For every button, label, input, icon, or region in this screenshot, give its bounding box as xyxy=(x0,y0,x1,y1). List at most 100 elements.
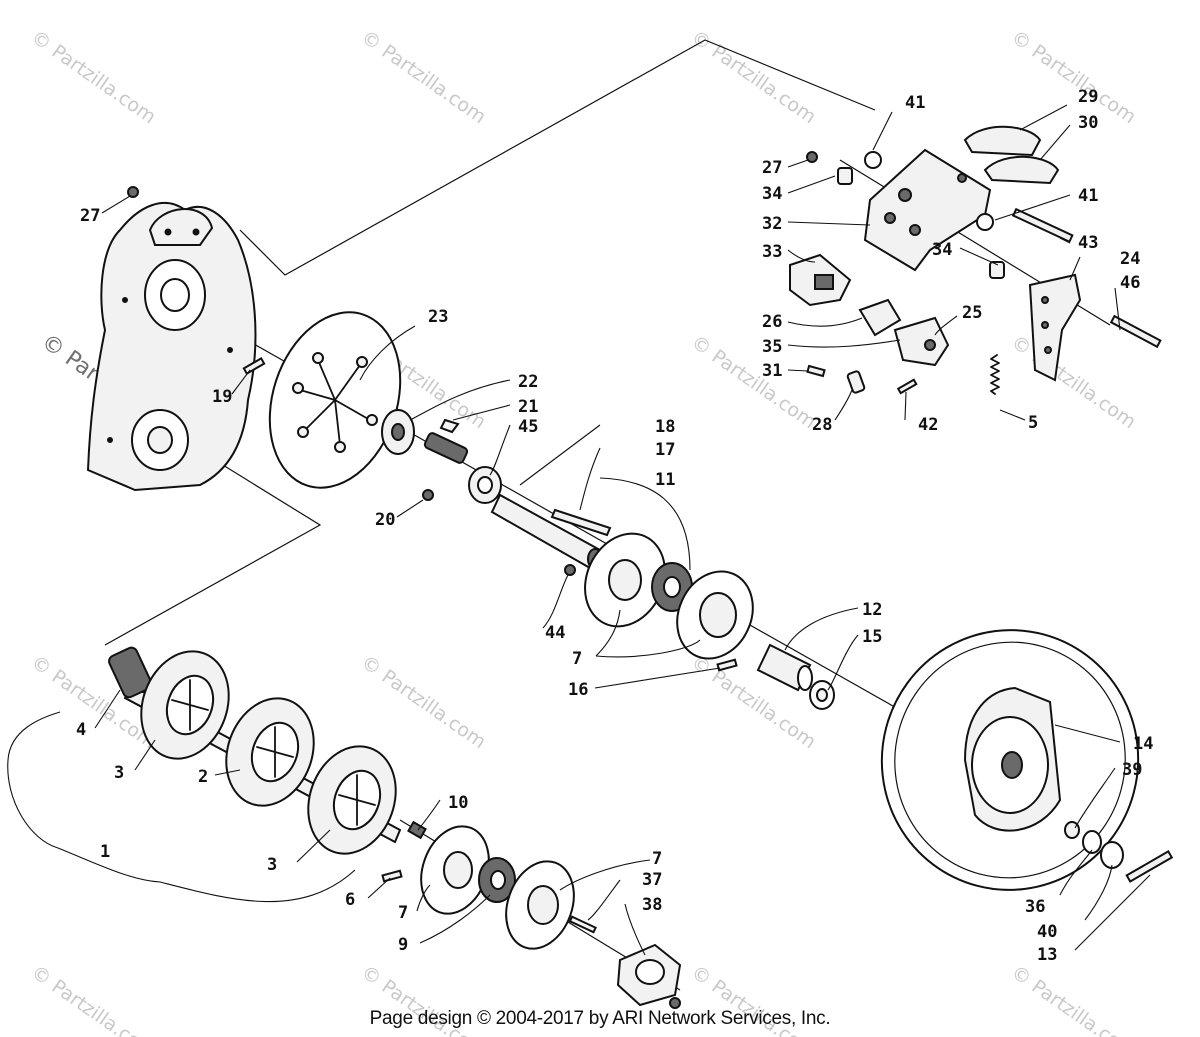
nut-44 xyxy=(564,564,576,576)
spring-5 xyxy=(990,354,1000,395)
page-footer: Page design © 2004-2017 by ARI Network S… xyxy=(369,1008,831,1029)
bearing-flange-upper-left xyxy=(584,532,666,628)
axle-sprocket-inner xyxy=(307,745,397,855)
spacer-34-lower xyxy=(989,261,1005,279)
bearing-9 xyxy=(478,857,516,903)
callout-37: 37 xyxy=(642,870,662,890)
nut-27-right xyxy=(806,151,818,163)
callout-27: 27 xyxy=(80,206,100,226)
callout-21: 21 xyxy=(518,397,538,417)
callout-13: 13 xyxy=(1037,945,1057,965)
callout-29: 29 xyxy=(1078,87,1098,107)
brake-bracket-32 xyxy=(863,148,992,272)
callout-2: 2 xyxy=(198,767,208,787)
watermark: © Partzilla.com xyxy=(27,26,160,128)
callout-22: 22 xyxy=(518,372,538,392)
nut-20 xyxy=(422,489,434,501)
callout-27: 27 xyxy=(762,158,782,178)
callout-40: 40 xyxy=(1037,922,1057,942)
callout-42: 42 xyxy=(918,415,938,435)
callout-28: 28 xyxy=(812,415,832,435)
bolt-13 xyxy=(1125,850,1174,883)
callout-46: 46 xyxy=(1120,273,1140,293)
callout-33: 33 xyxy=(762,242,782,262)
axle-sprocket-outer xyxy=(140,650,230,760)
caliper-33 xyxy=(789,253,852,307)
spacer-10 xyxy=(407,820,427,840)
brake-pad-29 xyxy=(963,125,1042,157)
callout-43: 43 xyxy=(1078,233,1098,253)
callout-24: 24 xyxy=(1120,249,1140,269)
washer-41-top xyxy=(864,151,882,169)
callout-11: 11 xyxy=(655,470,675,490)
callout-1: 1 xyxy=(100,842,110,862)
nut-27-left xyxy=(127,186,139,198)
callout-41: 41 xyxy=(1078,186,1098,206)
callout-20: 20 xyxy=(375,510,395,530)
bolt-6 xyxy=(381,869,403,883)
callout-labels: 1 2 3 3 4 5 6 7 7 7 9 10 11 12 13 14 15 … xyxy=(76,87,1153,965)
washer-41-right xyxy=(976,213,994,231)
callout-4: 4 xyxy=(76,720,86,740)
jackshaft-stub xyxy=(423,432,469,464)
watermark: © Partzilla.com xyxy=(357,651,490,753)
callout-31: 31 xyxy=(762,361,782,381)
callout-39: 39 xyxy=(1122,760,1142,780)
spacer-28 xyxy=(846,370,866,394)
pin-37 xyxy=(568,915,597,934)
callout-44: 44 xyxy=(545,623,565,643)
washer-15 xyxy=(809,680,835,710)
callout-34: 34 xyxy=(932,240,952,260)
callout-19: 19 xyxy=(212,387,232,407)
driven-clutch xyxy=(880,629,1140,891)
drive-axle-assembly xyxy=(108,646,402,855)
callout-17: 17 xyxy=(655,440,675,460)
sprocket-hub xyxy=(381,409,415,455)
callout-38: 38 xyxy=(642,895,662,915)
woodruff-key xyxy=(439,418,460,434)
leader-lines xyxy=(7,104,1151,956)
brake-pad-30 xyxy=(983,155,1060,185)
speedometer-drive-38 xyxy=(616,943,682,1009)
callout-3: 3 xyxy=(267,855,277,875)
bearing-flange-lower-left xyxy=(420,825,490,915)
bolt-31 xyxy=(806,364,826,378)
callout-7: 7 xyxy=(652,849,662,869)
callout-6: 6 xyxy=(345,890,355,910)
callout-5: 5 xyxy=(1028,413,1038,433)
bearing-flange-lower-right xyxy=(505,860,575,950)
callout-12: 12 xyxy=(862,600,882,620)
spacer-34-top xyxy=(837,167,853,185)
callout-18: 18 xyxy=(655,417,675,437)
callout-26: 26 xyxy=(762,312,782,332)
callout-10: 10 xyxy=(448,793,468,813)
callout-3: 3 xyxy=(114,763,124,783)
callout-9: 9 xyxy=(398,935,408,955)
spacer-12 xyxy=(756,643,813,692)
callout-25: 25 xyxy=(962,303,982,323)
callout-7: 7 xyxy=(398,903,408,923)
callout-23: 23 xyxy=(428,307,448,327)
axle-sprocket-middle xyxy=(225,697,315,807)
watermark: © Partzilla.com xyxy=(1007,26,1140,128)
callout-15: 15 xyxy=(862,627,882,647)
bearing-flange-upper-right xyxy=(676,570,754,660)
actuator-26 xyxy=(858,298,902,337)
callout-7: 7 xyxy=(572,649,582,669)
callout-30: 30 xyxy=(1078,113,1098,133)
watermark: © Partzilla.com xyxy=(357,26,490,128)
bearing-45 xyxy=(468,466,502,504)
mounting-plate-24 xyxy=(1028,273,1082,382)
callout-35: 35 xyxy=(762,337,782,357)
bolt-46 xyxy=(1109,314,1162,349)
drive-sprocket-disc xyxy=(268,311,402,489)
lever-25 xyxy=(893,316,950,367)
callout-41: 41 xyxy=(905,93,925,113)
pin-42 xyxy=(896,378,918,395)
callout-16: 16 xyxy=(568,680,588,700)
callout-36: 36 xyxy=(1025,897,1045,917)
key-pin-17 xyxy=(550,508,612,537)
chaincase-housing xyxy=(86,201,257,492)
callout-14: 14 xyxy=(1133,734,1153,754)
